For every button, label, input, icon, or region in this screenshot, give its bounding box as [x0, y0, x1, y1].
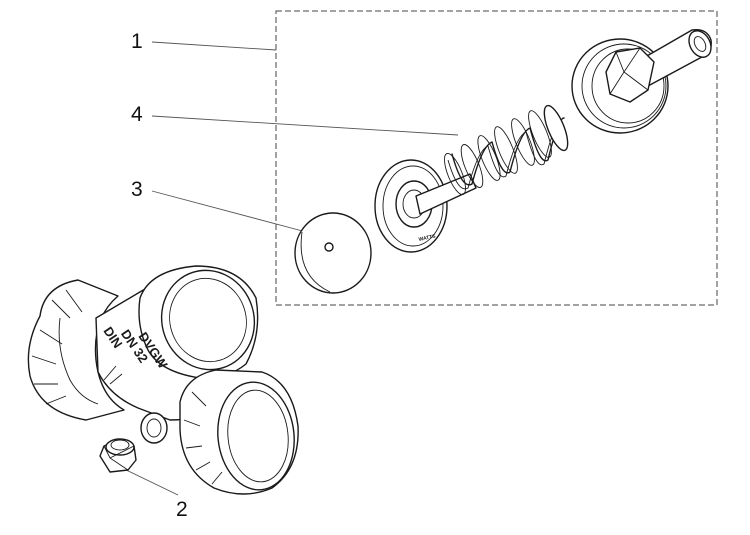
- callout-2: 2: [176, 498, 188, 521]
- spring-valve-disc: WATTS: [374, 104, 569, 253]
- leader-line-1: [151, 41, 277, 51]
- bonnet-cap: [571, 29, 712, 134]
- callout-1: 1: [131, 30, 143, 53]
- callout-4: 4: [131, 103, 143, 126]
- valve-body: DVGW DN 32 DIN: [27, 265, 299, 495]
- leader-line-3: [151, 190, 311, 234]
- assembly-boundary: [275, 10, 718, 306]
- callout-3: 3: [131, 178, 143, 201]
- washer-disc: [294, 212, 372, 294]
- drain-plug: [99, 438, 137, 473]
- leader-line-2: [121, 467, 179, 496]
- part-marking-label: WATTS: [418, 233, 437, 243]
- leader-line-4: [151, 115, 459, 136]
